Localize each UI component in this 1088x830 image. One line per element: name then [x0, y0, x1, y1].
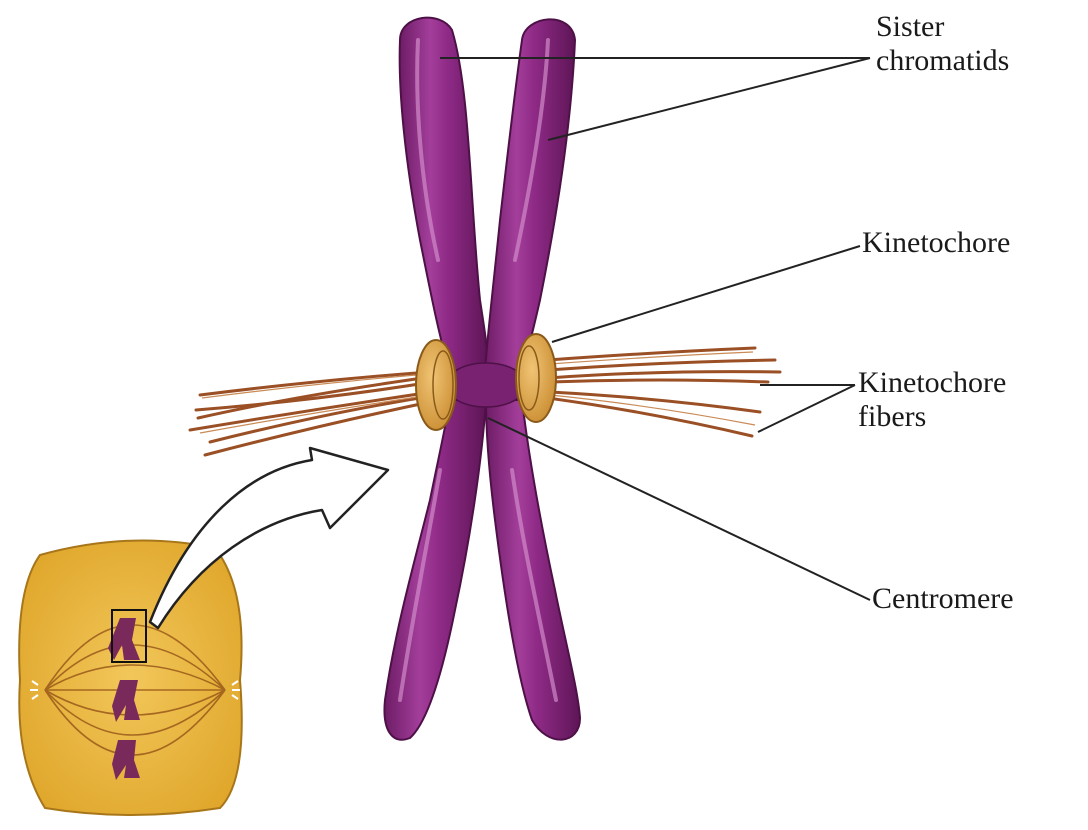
- cell-inset: [19, 540, 242, 815]
- leader-sister-2: [548, 58, 870, 140]
- chromatid-right-lower: [486, 400, 580, 740]
- kinetochore-right: [516, 334, 556, 422]
- label-sister-line2: chromatids: [876, 44, 1009, 78]
- centromere: [446, 363, 526, 407]
- chromatid-left-upper: [400, 18, 488, 372]
- label-fibers-line1: Kinetochore: [858, 366, 1006, 400]
- kinetochore-left: [416, 340, 456, 430]
- leader-fibers-2: [758, 385, 855, 432]
- leader-kinetochore: [552, 246, 860, 342]
- label-centromere: Centromere: [872, 582, 1014, 616]
- label-kinetochore-fibers: Kinetochore fibers: [858, 366, 1006, 434]
- label-sister-line1: Sister: [876, 10, 1009, 44]
- label-fibers-line2: fibers: [858, 400, 1006, 434]
- label-kinetochore: Kinetochore: [862, 226, 1010, 260]
- label-sister-chromatids: Sister chromatids: [876, 10, 1009, 78]
